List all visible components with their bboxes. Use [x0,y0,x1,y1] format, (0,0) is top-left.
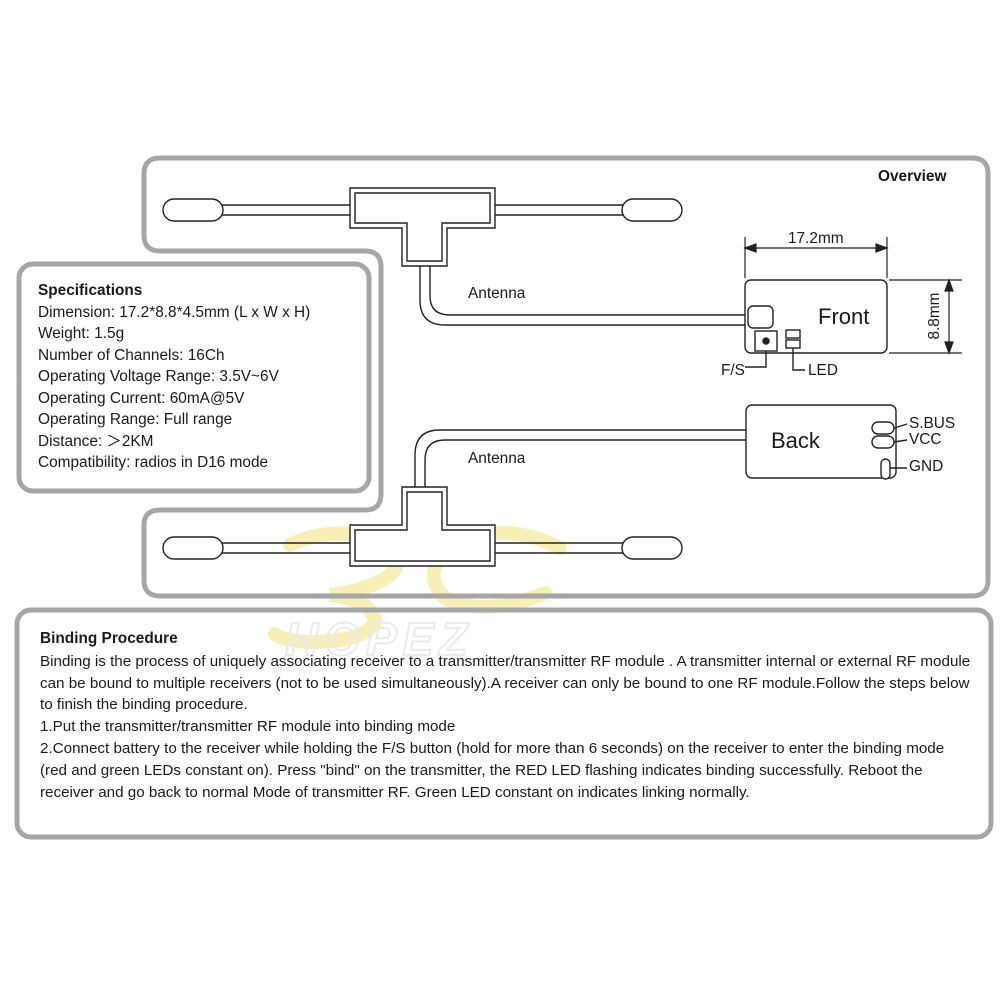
antenna-top [162,187,748,326]
spec-item: Compatibility: radios in D16 mode [38,454,269,471]
fs-label: F/S [721,362,745,379]
spec-item: Dimension: 17.2*8.8*4.5mm (L x W x H) [38,303,311,321]
led-label: LED [808,362,838,379]
specifications-frame [16,261,372,494]
spec-item: Operating Current: 60mA@5V [38,389,245,407]
spec-item: Operating Range: Full range [38,411,233,428]
spec-item: Number of Channels: 16Ch [38,346,225,364]
overview-frame [141,155,991,599]
pin-label-sbus: S.BUS [909,415,956,432]
spec-item: Operating Voltage Range: 3.5V~6V [38,368,279,385]
binding-paragraph-intro: Binding is the process of uniquely assoc… [40,652,971,714]
receiver-back [745,404,908,480]
pin-label-gnd: GND [909,458,944,475]
overview-title: Overview [878,168,947,185]
binding-frame [14,607,994,840]
height-dimension-label: 8.8mm [926,292,943,340]
antenna-label-top: Antenna [468,285,526,302]
binding-panel: Binding Procedure Binding is the process… [40,628,975,803]
front-label: Front [818,304,870,329]
back-label: Back [771,428,820,453]
binding-step-2: 2.Connect battery to the receiver while … [40,739,945,801]
watermark-text: HOPEZ [285,613,473,665]
receiver-front [744,279,888,371]
specifications-title: Specifications [38,282,143,299]
binding-title: Binding Procedure [40,630,178,647]
spec-item: Distance: ＞2KM [38,432,154,450]
binding-step-1: 1.Put the transmitter/transmitter RF mod… [40,718,456,736]
specifications-panel: Specifications Dimension: 17.2*8.8*4.5mm… [38,280,368,474]
antenna-label-bottom: Antenna [468,450,526,467]
antenna-bottom [162,429,748,567]
pin-label-vcc: VCC [909,431,942,448]
spec-item: Weight: 1.5g [38,325,125,342]
width-dimension-label: 17.2mm [788,230,844,247]
dimension-lines [743,237,962,355]
